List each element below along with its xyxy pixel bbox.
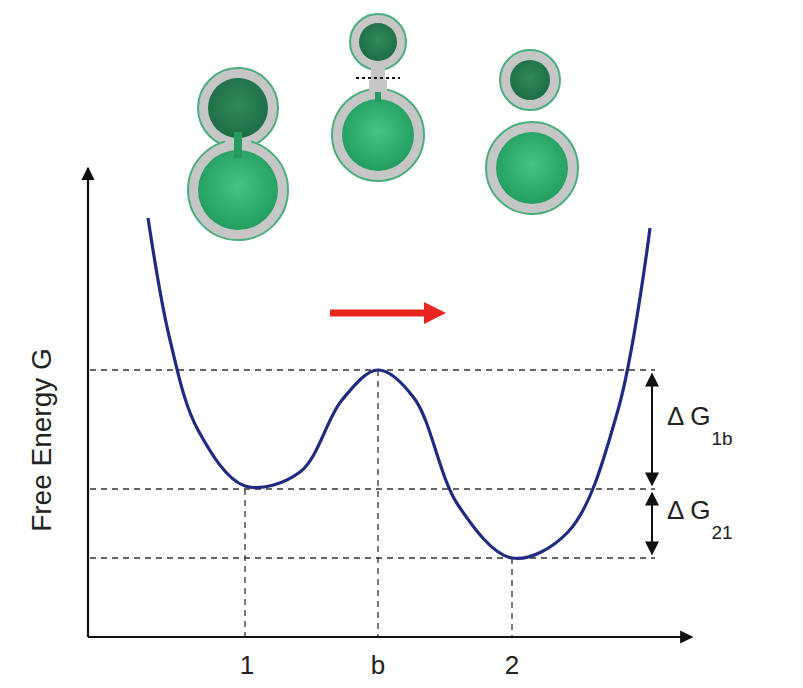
guide-lines — [90, 370, 655, 636]
vesicle-scission — [332, 14, 424, 181]
axis-title: Free Energy G — [28, 348, 56, 532]
energy-symbol: Δ G — [667, 403, 710, 429]
direction-arrow — [330, 310, 428, 317]
vesicle-separated — [486, 50, 578, 214]
vesicle-budding — [188, 68, 288, 240]
energy-subscript: 1b — [711, 429, 732, 448]
energy-curve — [148, 218, 650, 558]
tick-label: b — [371, 652, 385, 678]
tick-label: 1 — [240, 652, 254, 678]
energy-symbol: Δ G — [667, 497, 710, 523]
difference-arrows — [651, 374, 653, 554]
axes — [88, 168, 692, 637]
tick-label: 2 — [505, 652, 519, 678]
energy-subscript: 21 — [711, 523, 732, 542]
